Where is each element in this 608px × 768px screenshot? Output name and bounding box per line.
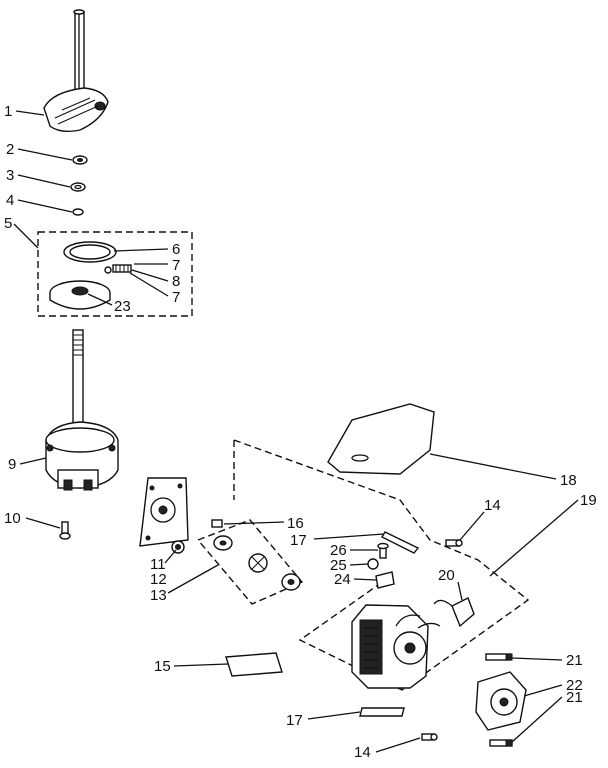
callout-23: 23 [114,298,131,315]
motor [351,604,441,689]
leader-lines [13,110,579,753]
group-13-box [196,519,304,605]
callout-24: 24 [334,571,351,588]
callout-9: 9 [8,456,16,473]
part-18-motor-cover [327,403,435,475]
callout-3: 3 [6,167,14,184]
callout-21-bottom: 21 [566,689,583,706]
part-16-pin [211,519,223,528]
part-23-clutch-hub [49,280,111,310]
part-20-switch [433,597,475,628]
part-13-coupling-c [281,573,301,591]
part-13-coupling-a [213,535,233,551]
part-26-screw [377,542,389,559]
part-14-screw-bottom [421,733,438,741]
callout-22: 22 [566,677,583,694]
part-9-transmission [45,329,119,491]
callout-18: 18 [560,472,577,489]
callout-10: 10 [4,510,21,527]
callout-15: 15 [154,658,171,675]
callout-11: 11 [150,556,166,573]
part-1-agitator-shaft [43,9,109,133]
part-10-bolt [59,521,71,540]
callout-25: 25 [330,557,347,574]
callout-4: 4 [6,192,14,209]
callout-5: 5 [4,215,12,232]
part-3-washer [70,182,86,192]
callout-1: 1 [4,103,12,120]
callout-21-top: 21 [566,652,583,669]
part-21-pin-bottom [489,739,513,747]
callout-8: 8 [172,273,180,290]
callout-17-bottom: 17 [286,712,303,729]
callout-7b: 7 [172,289,180,306]
part-25-bushing [367,558,379,570]
callout-26: 26 [330,542,347,559]
part-15-pad [225,652,283,677]
callout-12: 12 [150,571,167,588]
part-24-clamp [375,571,395,589]
part-8-pin [104,264,132,274]
callout-2: 2 [6,141,14,158]
callout-16: 16 [287,515,304,532]
part-6-spring [63,241,117,263]
part-12-nut [171,540,185,554]
callout-19: 19 [580,492,597,509]
callout-14-top: 14 [484,497,501,514]
part-13-coupling-b [248,553,268,573]
callout-17-top: 17 [290,532,307,549]
callout-7a: 7 [172,257,180,274]
group-5-box [37,231,193,317]
part-14-screw-top [445,539,463,547]
part-21-pin-top [485,653,513,661]
part-2-washer [72,155,88,165]
group-19-box [233,439,530,691]
part-11-mount-plate [139,477,189,547]
callout-20: 20 [438,567,455,584]
part-17-bracket-top [381,531,420,554]
part-4-clip [72,208,84,216]
part-17-bracket-bottom [359,707,405,717]
part-22-pump [475,671,527,731]
callout-14-bottom: 14 [354,744,371,761]
callout-13: 13 [150,587,167,604]
callout-6: 6 [172,241,180,258]
callout-labels: 1 2 3 4 5 6 7 8 7 23 9 10 11 12 13 15 16… [4,103,597,761]
